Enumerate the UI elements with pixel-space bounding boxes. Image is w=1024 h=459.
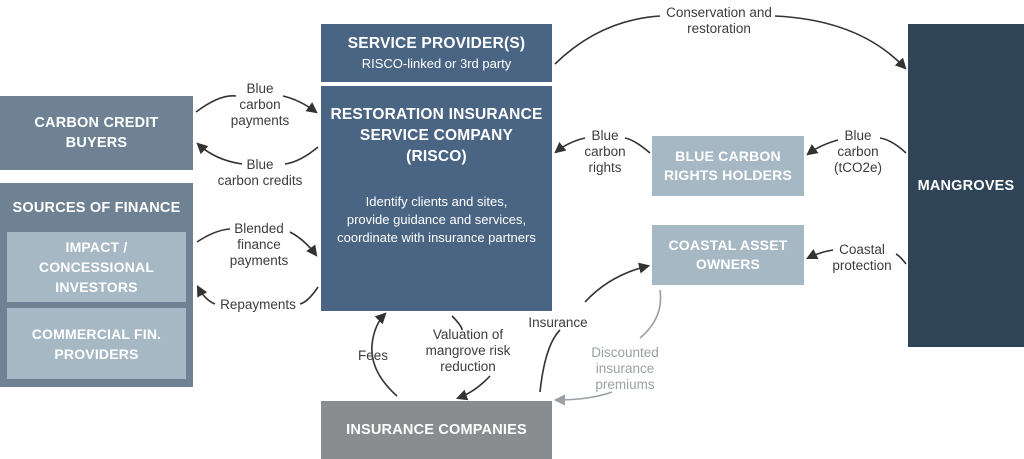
label-blended-finance: Blended finance payments xyxy=(229,221,289,268)
arrow-insurance xyxy=(539,329,561,393)
arrow-blue-carbon-payments-end xyxy=(282,95,318,114)
insurance-companies-title: INSURANCE COMPANIES xyxy=(346,422,527,438)
risco-box: RESTORATION INSURANCE SERVICE COMPANY (R… xyxy=(321,86,552,311)
arrow-blue-carbon-rights xyxy=(624,137,651,154)
arrow-blue-carbon-tco2e xyxy=(879,137,907,154)
label-valuation: Valuation of mangrove risk reduction xyxy=(425,327,511,374)
blue-carbon-rights-holders-box: BLUE CARBON RIGHTS HOLDERS xyxy=(652,136,804,196)
label-blue-carbon-credits: Blue carbon credits xyxy=(217,157,303,188)
arrow-blended-finance-end xyxy=(289,231,318,257)
service-provider-subtitle: RISCO-linked or 3rd party xyxy=(361,56,512,71)
arrow-coastal-protection-end xyxy=(805,248,834,260)
risco-title: RESTORATION INSURANCE SERVICE COMPANY (R… xyxy=(330,106,543,165)
label-repayments: Repayments xyxy=(220,297,296,312)
label-discounted-premiums: Discounted insurance premiums xyxy=(591,345,659,392)
commercial-providers-title: COMMERCIAL FIN. PROVIDERS xyxy=(31,325,162,362)
arrow-fees xyxy=(371,312,398,397)
arrow-conservation-to-mangroves xyxy=(774,15,907,70)
arrow-blue-carbon-credits xyxy=(284,146,319,165)
label-insurance: Insurance xyxy=(528,315,588,330)
coastal-asset-owners-box: COASTAL ASSET OWNERS xyxy=(652,225,804,285)
label-conservation-restoration: Conservation and restoration xyxy=(666,5,772,36)
arrow-repayments-end xyxy=(196,285,216,305)
label-blue-carbon-tco2e: Blue carbon (tCO2e) xyxy=(833,128,882,175)
arrow-blended-finance xyxy=(196,228,231,243)
arrow-coastal-protection xyxy=(895,253,907,265)
arrow-discounted-premiums xyxy=(639,289,662,339)
coastal-asset-owners-title: COASTAL ASSET OWNERS xyxy=(668,237,788,272)
arrow-valuation-end xyxy=(455,375,491,401)
service-provider-box: SERVICE PROVIDER(S) RISCO-linked or 3rd … xyxy=(321,24,552,82)
carbon-credit-buyers-title: CARBON CREDIT BUYERS xyxy=(34,115,159,151)
commercial-providers-box: COMMERCIAL FIN. PROVIDERS xyxy=(7,308,186,379)
risco-description: Identify clients and sites, provide guid… xyxy=(337,194,536,245)
label-blue-carbon-rights: Blue carbon rights xyxy=(584,128,626,175)
arrow-blue-carbon-credits-end xyxy=(196,142,243,165)
arrow-insurance-end xyxy=(584,262,651,303)
arrow-conservation-restoration xyxy=(554,15,661,65)
label-coastal-protection: Coastal protection xyxy=(832,242,892,273)
arrow-discounted-premiums-end xyxy=(553,391,613,406)
blue-carbon-rights-holders-title: BLUE CARBON RIGHTS HOLDERS xyxy=(663,148,793,183)
carbon-credit-buyers-box: CARBON CREDIT BUYERS xyxy=(0,96,193,170)
sources-of-finance-title: SOURCES OF FINANCE xyxy=(12,200,181,216)
arrow-blue-carbon-payments xyxy=(195,95,237,113)
impact-investors-title: IMPACT / CONCESSIONAL INVESTORS xyxy=(38,239,155,295)
label-blue-carbon-payments: Blue carbon payments xyxy=(230,81,290,128)
arrow-valuation xyxy=(451,315,463,331)
arrow-blue-carbon-tco2e-end xyxy=(806,139,839,156)
service-provider-title: SERVICE PROVIDER(S) xyxy=(347,35,526,52)
impact-investors-box: IMPACT / CONCESSIONAL INVESTORS xyxy=(7,232,186,302)
label-fees: Fees xyxy=(357,348,388,363)
mangroves-box: MANGROVES xyxy=(908,24,1024,347)
mangroves-title: MANGROVES xyxy=(917,177,1015,194)
arrow-blue-carbon-rights-end xyxy=(554,137,586,154)
arrow-repayments xyxy=(299,286,319,305)
insurance-companies-box: INSURANCE COMPANIES xyxy=(321,401,552,459)
